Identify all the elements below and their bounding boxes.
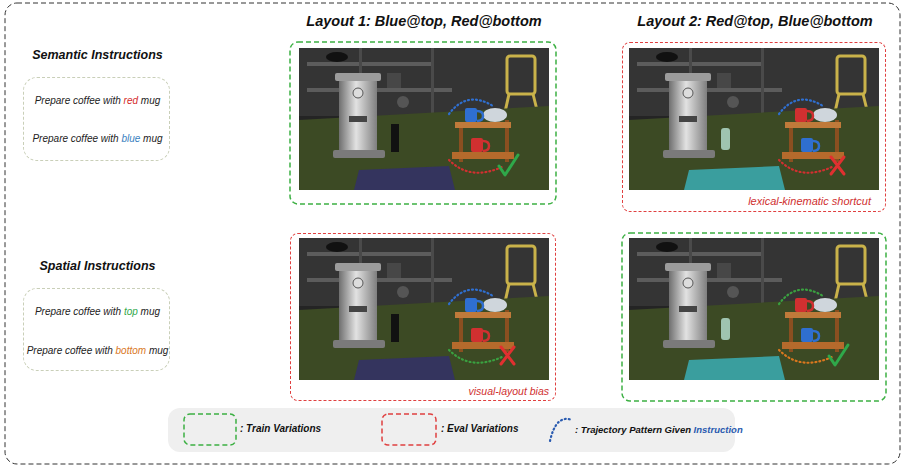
art-g [801, 138, 819, 152]
art-rect [795, 108, 807, 122]
art-rect [465, 108, 477, 122]
art-path [779, 290, 823, 304]
instruction-text: Prepare coffee with top mug [14, 306, 181, 318]
art-path [449, 100, 493, 114]
art-path [449, 160, 504, 173]
art-path [354, 356, 455, 380]
legend-text: : Eval Variations [441, 423, 561, 435]
outer-frame [5, 3, 900, 464]
art-path [477, 301, 483, 311]
legend-sample [382, 414, 436, 445]
art-path [354, 166, 455, 190]
art-g [465, 298, 483, 312]
art-rect [391, 314, 399, 342]
legend-sample [550, 419, 572, 441]
art-rect [721, 128, 730, 150]
art-rect [471, 328, 483, 342]
legend-text: : Trajectory Pattern Given Instruction [575, 424, 735, 435]
art-path [449, 350, 504, 363]
art-use [831, 157, 844, 174]
scene-image [629, 238, 879, 380]
art-path [779, 160, 834, 173]
art-g [801, 328, 819, 342]
art-path [813, 141, 819, 151]
art-rect [721, 318, 730, 340]
instruction-box: Spatial InstructionsPrepare coffee with … [23, 288, 170, 371]
section-heading: Spatial Instructions [4, 259, 191, 274]
art-rect [801, 138, 813, 152]
art-use [499, 155, 518, 175]
eval-panel: lexical-kinematic shortcut [622, 42, 886, 212]
art-path [813, 331, 819, 341]
art-path [477, 111, 483, 121]
art-g [471, 328, 489, 342]
train-panel [290, 42, 556, 204]
art-path [483, 331, 489, 341]
art-path [483, 141, 489, 151]
art-use [629, 48, 879, 190]
art-use [299, 238, 549, 380]
art-g [795, 108, 813, 122]
scene-image [299, 238, 549, 380]
panel-annotation: lexical-kinematic shortcut [623, 195, 871, 208]
art-use [829, 345, 848, 365]
instruction-text: Prepare coffee with bottom mug [14, 345, 181, 357]
instruction-box: Semantic InstructionsPrepare coffee with… [23, 77, 170, 161]
art-path [684, 166, 785, 190]
art-path [449, 290, 493, 304]
art-use [629, 238, 879, 380]
art-path [779, 100, 823, 114]
column-header: Layout 1: Blue@top, Red@bottom [274, 13, 574, 30]
instruction-text: Prepare coffee with red mug [14, 95, 181, 107]
scene-image [629, 48, 879, 190]
art-rect [471, 138, 483, 152]
art-use [501, 347, 514, 364]
column-header: Layout 2: Red@top, Blue@bottom [605, 13, 905, 30]
art-rect [801, 328, 813, 342]
art-path [684, 356, 785, 380]
art-path [807, 111, 813, 121]
art-g [465, 108, 483, 122]
legend-text: : Train Variations [240, 423, 370, 435]
art-path [807, 301, 813, 311]
art-g [795, 298, 813, 312]
art-rect [391, 124, 399, 152]
panel-annotation: visual-layout bias [291, 385, 549, 398]
art-use [299, 48, 549, 190]
art-path [779, 350, 834, 363]
scene-image [299, 48, 549, 190]
instruction-text: Prepare coffee with blue mug [14, 133, 181, 145]
train-panel [622, 233, 886, 401]
legend-sample [184, 414, 236, 445]
art-rect [795, 298, 807, 312]
art-g [471, 138, 489, 152]
section-heading: Semantic Instructions [4, 48, 191, 63]
legend-band [168, 408, 735, 452]
eval-panel: visual-layout bias [290, 233, 556, 401]
art-rect [465, 298, 477, 312]
